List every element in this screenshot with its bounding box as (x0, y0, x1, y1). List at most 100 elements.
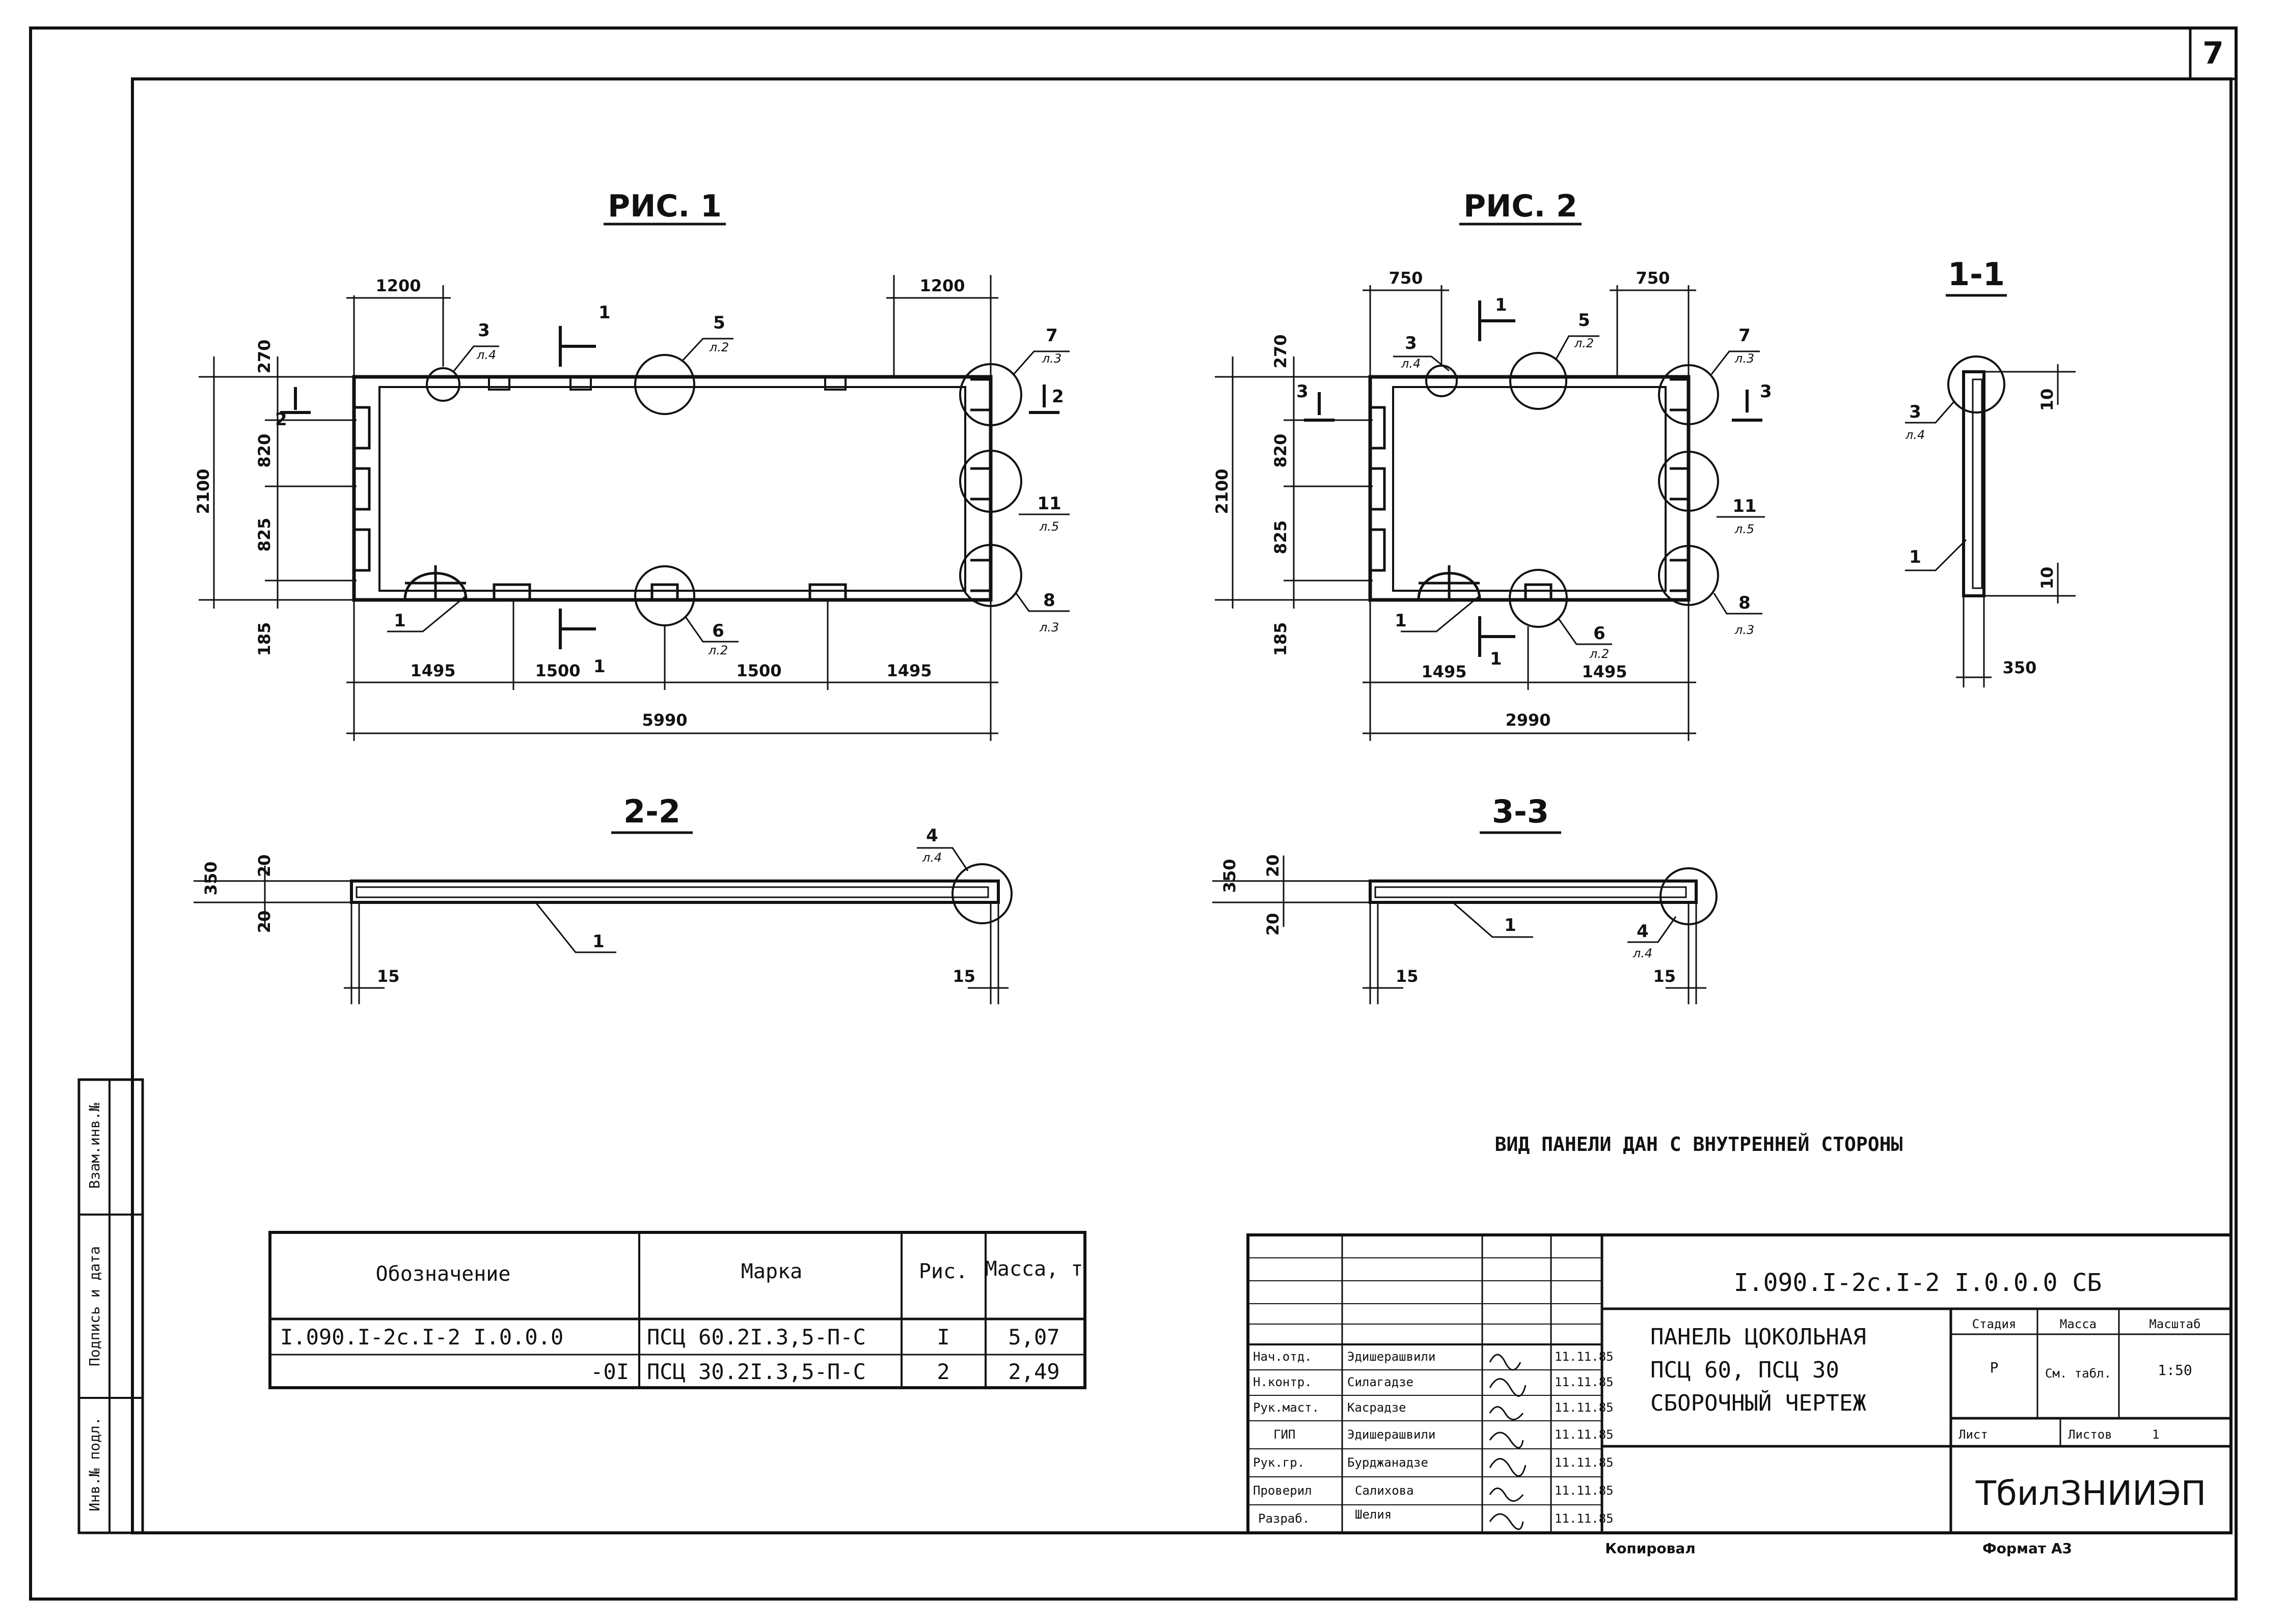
sec22-dim-left-0: 350 (201, 862, 221, 896)
fig2-callout-3-sheet: л.4 (1401, 356, 1421, 371)
sec33-title: 3-3 (1492, 793, 1549, 830)
label-mass: Масса (2060, 1317, 2097, 1331)
fig2-dim-left-2: 825 (1271, 520, 1290, 555)
sec33-dim-bottom-1: 15 (1653, 967, 1676, 986)
sig-name-7: Шелия (1355, 1507, 1392, 1522)
fig1-callout-8: 8 (1043, 590, 1055, 611)
fig1-callout-8-sheet: л.3 (1039, 620, 1059, 635)
sig-role-2: Н.контр. (1253, 1375, 1312, 1389)
fig2-callout-11-sheet: л.5 (1734, 522, 1754, 536)
sig-name-2: Силагадзе (1347, 1375, 1413, 1389)
sig-role-4: ГИП (1273, 1427, 1295, 1442)
sig-name-4: Эдишерашвили (1347, 1427, 1435, 1442)
sheet-number: 7 (2202, 36, 2224, 71)
label-sheet: Лист (1958, 1427, 1988, 1442)
fig1-callout-5-sheet: л.2 (709, 340, 729, 354)
inner-frame (131, 77, 2233, 1534)
sec22-dim-left-1: 20 (255, 855, 274, 877)
sec11-dim-width: 350 (2003, 658, 2037, 677)
fig1-dim-left-1: 820 (255, 434, 274, 468)
fig2-callout-11: 11 (1732, 496, 1756, 516)
value-scale: 1:50 (2158, 1362, 2192, 1379)
side-stamp-replacement: Взам.инв.№ (86, 1103, 103, 1189)
fig1-title: РИС. 1 (608, 188, 722, 224)
spec-header-fig: Рис. (919, 1260, 968, 1283)
fig2-cut-1-top: 1 (1495, 295, 1507, 315)
organization-name: ТбилЗНИИЭП (1975, 1474, 2207, 1513)
sec22-dim-bottom-1: 15 (953, 967, 975, 986)
sec11-title: 1-1 (1948, 256, 2005, 293)
label-sheets: Листов (2068, 1427, 2112, 1442)
fig2-callout-6: 6 (1593, 623, 1605, 644)
fig2-dim-bottom-0: 1495 (1421, 662, 1466, 681)
sec22-title: 2-2 (623, 793, 681, 830)
sec11-dim-bottom: 10 (2037, 567, 2057, 590)
figure-2: РИС. 2 750 750 (1212, 188, 1772, 741)
fig2-dim-top-left: 750 (1389, 268, 1423, 288)
fig1-dim-left-0: 270 (255, 340, 274, 374)
fig2-callout-5: 5 (1578, 310, 1590, 331)
sec22-dim-bottom-0: 15 (377, 967, 400, 986)
spec-header-mark: Марка (741, 1260, 802, 1283)
sig-date-1: 11.11.85 (1555, 1350, 1614, 1364)
fig1-cut-1-top: 1 (598, 302, 611, 323)
fig2-cut-1-bottom: 1 (1490, 649, 1502, 669)
fig1-callout-11-sheet: л.5 (1039, 519, 1059, 534)
sig-role-6: Проверил (1253, 1483, 1312, 1498)
sig-name-5: Бурджанадзе (1347, 1455, 1428, 1470)
sig-date-3: 11.11.85 (1555, 1400, 1614, 1415)
spec-row-1-designation: I.090.I-2c.I-2 I.0.0.0 (280, 1325, 563, 1350)
fig1-dims-left: 2100 270 820 825 185 (194, 340, 357, 656)
side-stamp-inventory: Инв.№ подл. (86, 1417, 103, 1511)
footer-format: Формат А3 (1982, 1540, 2072, 1557)
fig1-dims-bottom: 1495 1500 1500 1495 5990 (346, 600, 998, 741)
sig-name-1: Эдишерашвили (1347, 1350, 1435, 1364)
fig1-dim-bottom-0: 1495 (410, 661, 455, 680)
sig-name-3: Касрадзе (1347, 1400, 1406, 1415)
fig2-callouts: 3 л.4 5 л.2 7 л.3 11 л.5 8 л.3 6 л.2 1 (1393, 310, 1765, 661)
title-line-1: ПАНЕЛЬ ЦОКОЛЬНАЯ (1650, 1324, 1866, 1350)
fig2-dim-left-0: 270 (1271, 335, 1290, 369)
fig1-cut-2-left: 2 (275, 409, 287, 430)
sec11-callout-3-sheet: л.4 (1905, 428, 1925, 442)
sec33-callout-4: 4 (1637, 921, 1649, 942)
value-mass: См. табл. (2045, 1366, 2111, 1381)
sig-role-1: Нач.отд. (1253, 1350, 1312, 1364)
value-stage: Р (1990, 1359, 1999, 1376)
label-stage: Стадия (1972, 1317, 2017, 1331)
title-line-2: ПСЦ 60, ПСЦ 30 (1650, 1357, 1839, 1383)
sig-date-5: 11.11.85 (1555, 1455, 1614, 1470)
sec11-dim-top: 10 (2037, 389, 2057, 411)
sig-role-5: Рук.гр. (1253, 1455, 1304, 1470)
fig2-callout-5-sheet: л.2 (1574, 336, 1594, 350)
fig2-dim-left-1: 820 (1271, 434, 1290, 468)
fig2-dims-left: 2100 270 820 825 185 (1212, 335, 1373, 656)
spec-row-2-mass: 2,49 (1008, 1359, 1059, 1384)
fig2-cut-3-left: 3 (1296, 381, 1309, 402)
fig1-dims-top: 1200 1200 (346, 275, 998, 377)
fig1-callouts: 3 л.4 5 л.2 7 л.3 11 л.5 8 л.3 6 л.2 1 (387, 313, 1070, 657)
spec-header-mass: Масса, т (985, 1257, 1083, 1281)
label-scale: Масштаб (2149, 1317, 2200, 1331)
fig1-callout-3-sheet: л.4 (476, 348, 496, 362)
fig2-dims-top: 750 750 (1363, 268, 1696, 377)
value-sheets: 1 (2152, 1427, 2159, 1442)
sec22-callout-1: 1 (592, 931, 605, 952)
sec11-callout-3: 3 (1909, 402, 1921, 422)
fig2-callout-1: 1 (1395, 611, 1407, 631)
fig2-callout-7-sheet: л.3 (1734, 351, 1754, 366)
handwritten-signatures (1489, 1354, 1527, 1530)
fig1-callout-1: 1 (394, 611, 406, 631)
fig2-title: РИС. 2 (1463, 188, 1577, 224)
fig1-callout-7: 7 (1046, 325, 1058, 346)
fig1-cut-marks: 1 1 2 2 (275, 302, 1064, 677)
fig1-callout-5: 5 (713, 313, 725, 333)
panel-view-note: ВИД ПАНЕЛИ ДАН С ВНУТРЕННЕЙ СТОРОНЫ (1495, 1133, 1903, 1155)
sig-date-7: 11.11.85 (1555, 1511, 1614, 1526)
fig2-callout-6-sheet: л.2 (1589, 647, 1609, 661)
spec-row-1-fig: I (937, 1325, 949, 1350)
footer-copied: Копировал (1605, 1540, 1696, 1557)
fig2-cut-marks: 1 1 3 3 (1296, 295, 1772, 669)
sec22-callout-4: 4 (926, 825, 938, 846)
sec33-dim-left-1: 20 (1263, 855, 1283, 877)
